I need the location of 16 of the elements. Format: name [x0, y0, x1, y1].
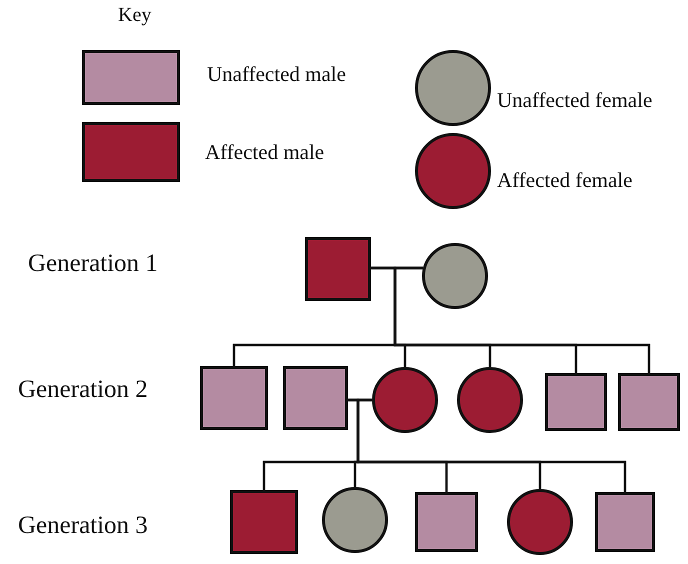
male-square — [545, 373, 607, 431]
male-square — [595, 492, 655, 552]
generation-label: Generation 2 — [18, 376, 148, 404]
legend-label: Affected female — [497, 168, 632, 193]
male-square — [200, 366, 268, 430]
legend-label: Affected male — [205, 140, 324, 165]
legend-label: Unaffected male — [207, 62, 346, 87]
key-heading: Key — [118, 4, 152, 27]
legend-label: Unaffected female — [497, 88, 652, 113]
male-square — [305, 237, 371, 301]
male-square — [415, 492, 478, 552]
male-square — [230, 490, 298, 554]
male-square — [618, 373, 680, 431]
generation-label: Generation 1 — [28, 250, 158, 278]
generation-label: Generation 3 — [18, 512, 148, 540]
male-square — [283, 366, 348, 430]
